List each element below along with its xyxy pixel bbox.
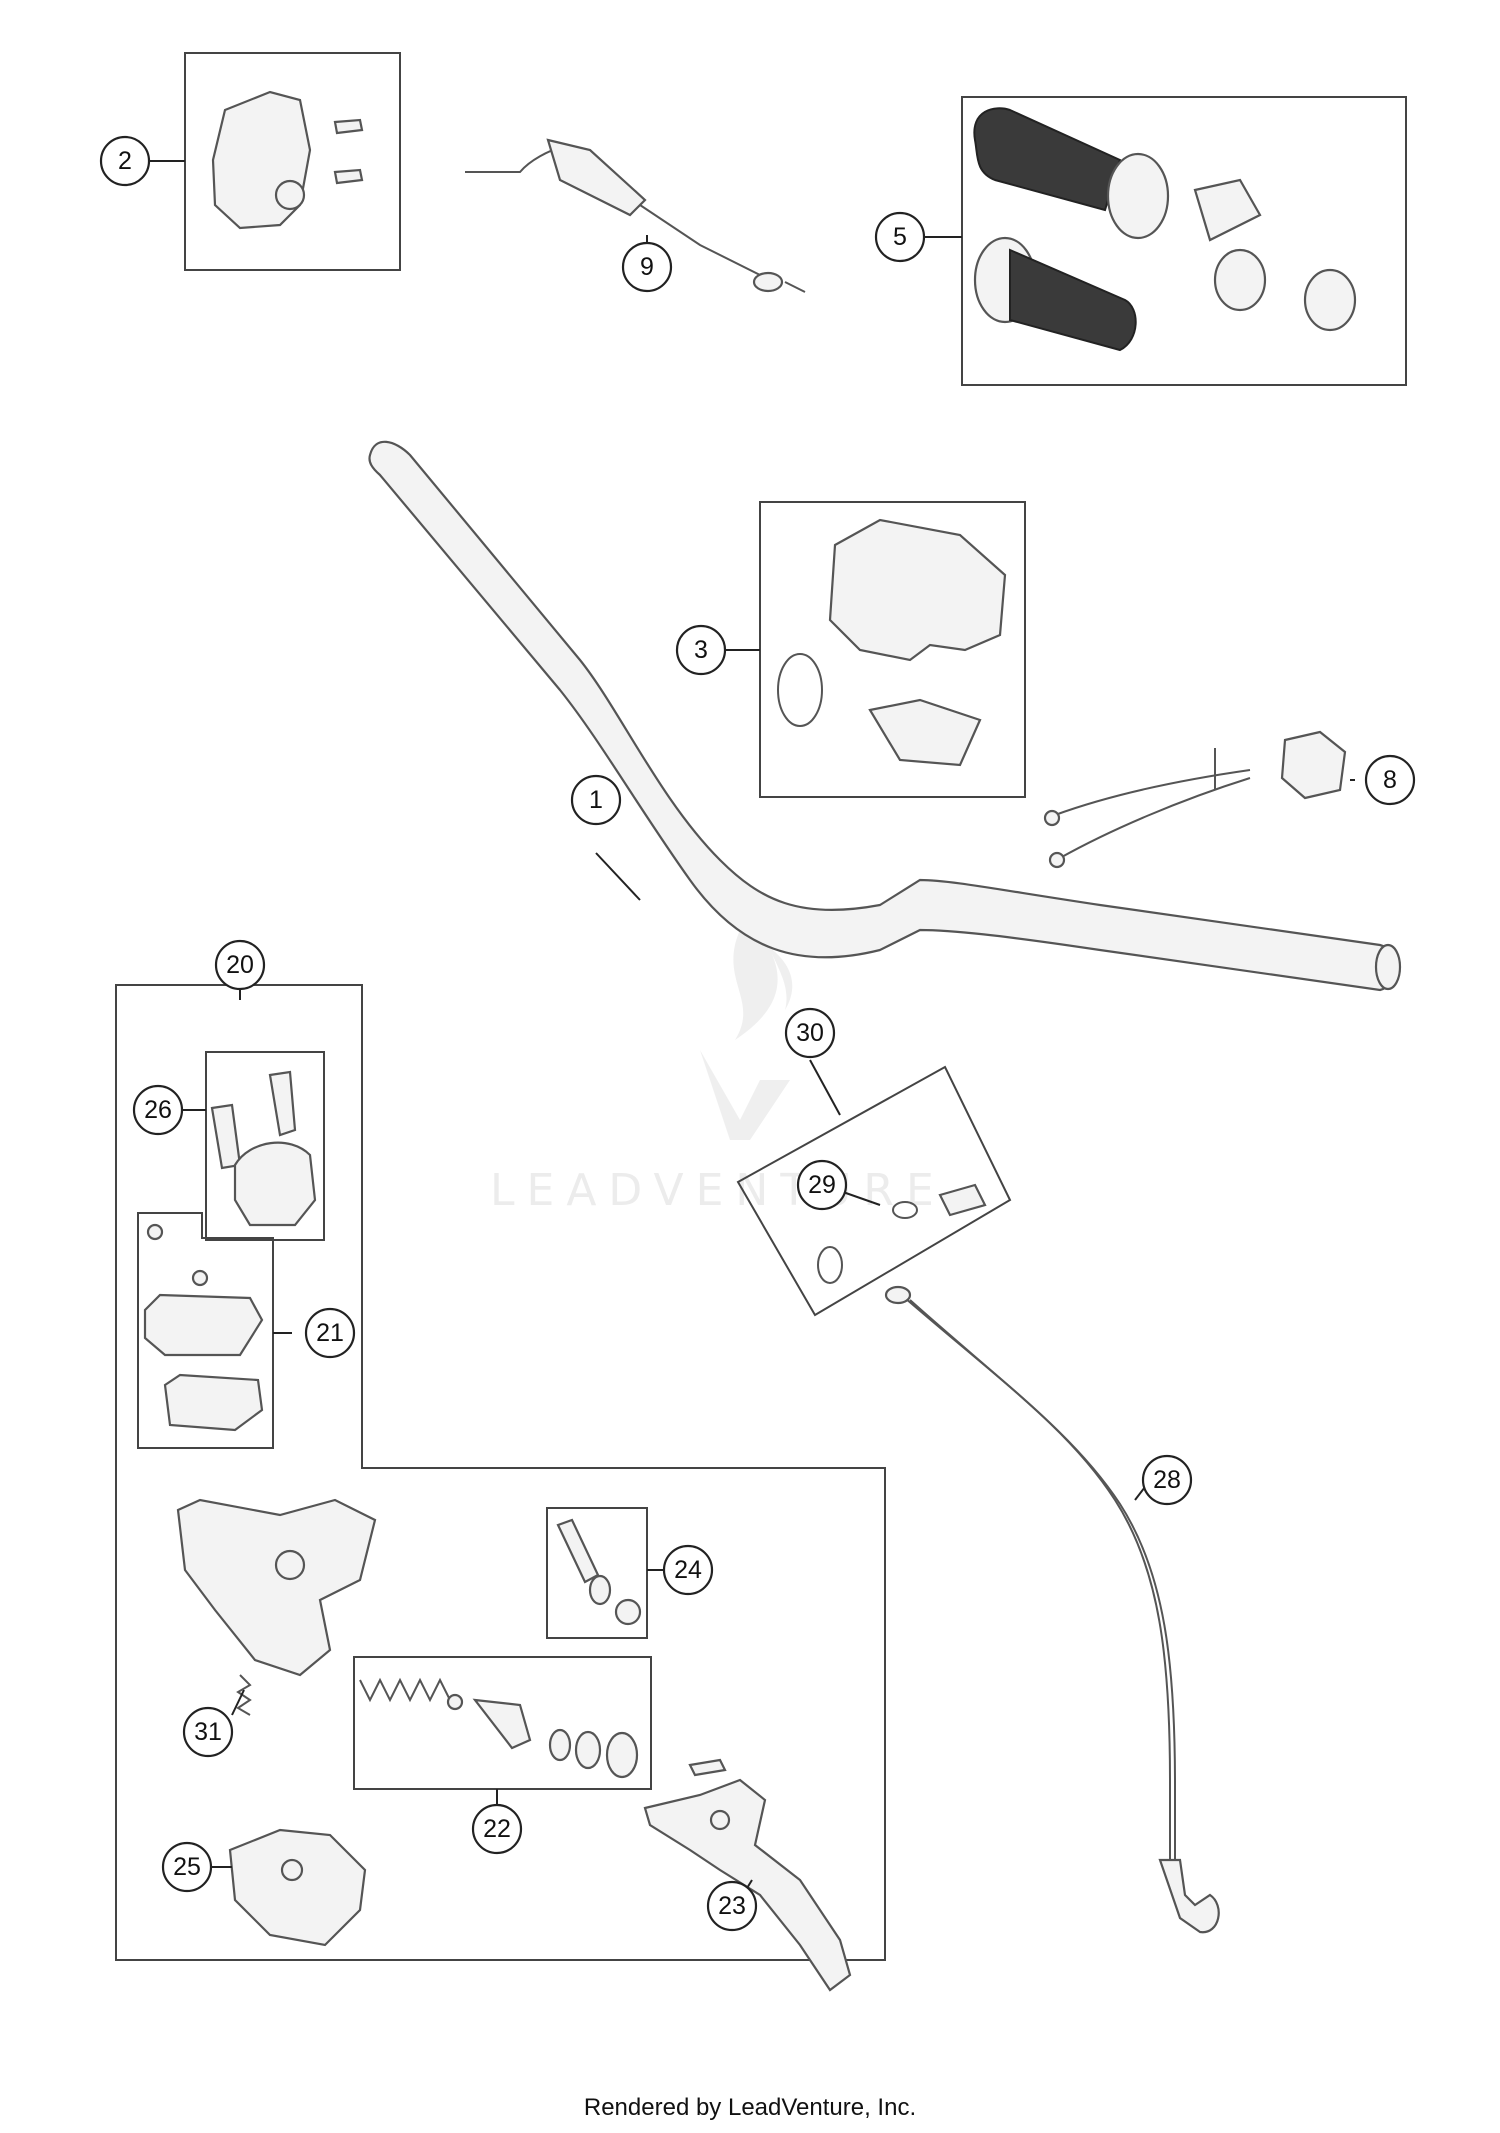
part-30-box: [736, 1065, 1012, 1317]
part-9-cable-end: [752, 271, 784, 293]
part-3-strap: [777, 653, 823, 727]
svg-text:26: 26: [144, 1096, 172, 1124]
part-30-banjo-group: [736, 1065, 1012, 1317]
callout-23: 23: [706, 1880, 758, 1932]
part-28-hose: [904, 1297, 1171, 1860]
part-24-bolt: [556, 1518, 600, 1584]
part-25-cover-body: [228, 1828, 367, 1947]
part-26-clamp: [233, 1141, 317, 1227]
callout-8: 8: [1364, 754, 1416, 806]
svg-text:3: 3: [694, 636, 708, 664]
part-24-adjuster-group: [546, 1507, 648, 1639]
part-9-throttle-cable: [465, 138, 806, 293]
part-5-grip-lower: [1009, 248, 1137, 352]
part-31-spring: [236, 1674, 252, 1716]
part-8-kill-switch: [1043, 730, 1347, 869]
part-26-bolt-a: [268, 1070, 297, 1137]
part-1-handlebar: [368, 440, 1402, 992]
callout-25: 25: [161, 1841, 213, 1893]
callout-26: 26: [132, 1084, 184, 1136]
callout-31: 31: [182, 1706, 234, 1758]
part-22-piston-kit-group: [353, 1656, 652, 1790]
svg-text:9: 9: [640, 253, 654, 281]
svg-text:20: 20: [226, 951, 254, 979]
svg-text:21: 21: [316, 1319, 344, 1347]
svg-text:1: 1: [589, 786, 603, 814]
part-21-diaphragm: [163, 1373, 264, 1432]
svg-text:29: 29: [808, 1171, 836, 1199]
part-1-bar-end: [1374, 943, 1402, 991]
svg-text:28: 28: [1153, 1466, 1181, 1494]
footer-credit: Rendered by LeadVenture, Inc.: [583, 2094, 917, 2121]
part-28-brake-line: [884, 1285, 1220, 1934]
callout-3: 3: [675, 624, 727, 676]
part-23-lever-body: [643, 1778, 852, 1992]
part-22-piston: [472, 1698, 532, 1750]
part-9-cable-housing: [546, 138, 647, 217]
svg-text:8: 8: [1383, 766, 1397, 794]
svg-text:25: 25: [173, 1853, 201, 1881]
part-21-box: [137, 1212, 274, 1449]
callout-5: 5: [874, 211, 926, 263]
callout-29: 29: [796, 1159, 848, 1211]
callout-28: 28: [1141, 1454, 1193, 1506]
svg-text:30: 30: [796, 1019, 824, 1047]
part-5-box: [961, 96, 1407, 386]
svg-text:24: 24: [674, 1556, 702, 1584]
part-5-cam: [1193, 178, 1262, 242]
part-5-grip-upper: [973, 107, 1122, 212]
svg-text:2: 2: [118, 147, 132, 175]
callout-9: 9: [621, 241, 673, 293]
callout-2: 2: [99, 135, 151, 187]
callout-21: 21: [304, 1307, 356, 1359]
part-23-pivot-bolt: [688, 1758, 727, 1777]
part-23-brake-lever: [643, 1758, 852, 1992]
part-5-grips-group: [961, 96, 1407, 386]
svg-text:5: 5: [893, 223, 907, 251]
part-28-fitting: [1158, 1858, 1220, 1934]
part-3-pad-group: [759, 501, 1026, 798]
part-24-box: [546, 1507, 648, 1639]
svg-text:23: 23: [718, 1892, 746, 1920]
master-cylinder-housing: [176, 1498, 377, 1677]
part-2-switch-group: [184, 52, 401, 271]
part-5-throttle-flange: [1106, 152, 1170, 240]
part-8-switch-body: [1280, 730, 1347, 800]
part-2-screw-upper: [333, 118, 364, 135]
part-3-bar-pad: [828, 518, 1007, 662]
leadventure-flame-logo: [700, 930, 793, 1140]
part-2-screw-lower: [333, 168, 364, 185]
callout-30: 30: [784, 1007, 836, 1059]
part-30-banjo-bolt: [938, 1183, 987, 1217]
part-25-cover: [228, 1828, 367, 1947]
part-3-clip: [868, 698, 982, 767]
part-22-box: [353, 1656, 652, 1790]
part-2-button: [274, 179, 306, 211]
part-21-cover: [143, 1293, 264, 1357]
svg-text:22: 22: [483, 1815, 511, 1843]
part-26-box: [205, 1051, 325, 1241]
watermark: LEADVENTURE: [490, 930, 946, 1216]
watermark-text: LEADVENTURE: [490, 1165, 946, 1216]
part-5-ring-a: [1213, 248, 1267, 312]
part-20-box: [115, 984, 886, 1961]
svg-text:31: 31: [194, 1718, 222, 1746]
part-5-ring-b: [1303, 268, 1357, 332]
part-26-clamp-group: [205, 1051, 325, 1241]
callout-1: 1: [570, 774, 622, 826]
callout-24: 24: [662, 1544, 714, 1596]
callout-20: 20: [214, 939, 266, 991]
master-cylinder-body: [176, 1498, 377, 1677]
part-26-bolt-b: [210, 1103, 242, 1170]
part-22-spring: [359, 1677, 451, 1703]
part-21-reservoir-cover-group: [137, 1212, 274, 1449]
part-22-boot: [605, 1731, 639, 1779]
callout-22: 22: [471, 1803, 523, 1855]
